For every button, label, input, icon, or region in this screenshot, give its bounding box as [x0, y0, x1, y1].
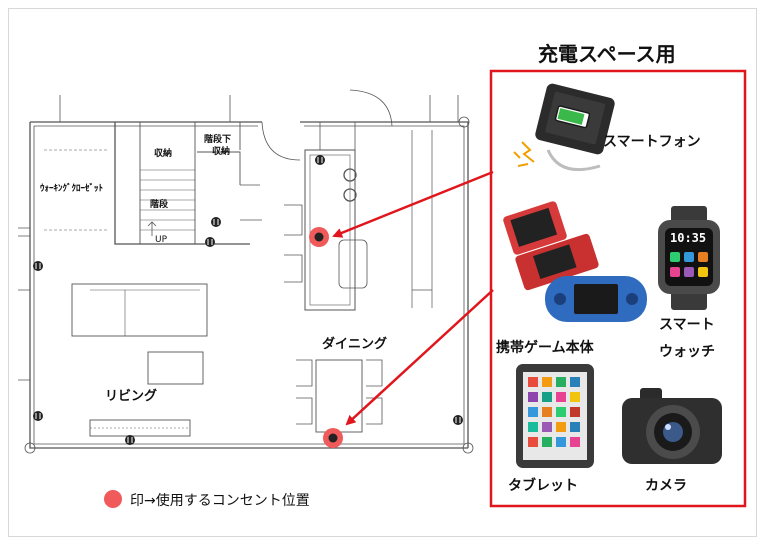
device-label-smartphone: スマートフォン	[603, 134, 701, 150]
highlight-outlet-kitchen	[309, 227, 329, 247]
outer-frame	[8, 8, 757, 537]
outlet-symbols	[33, 155, 463, 445]
handheld-game-icon	[503, 201, 599, 291]
smartwatch-time: 10:35	[670, 231, 707, 245]
room-label-dining: ダイニング	[322, 337, 388, 352]
stairs-up-label: UP	[155, 235, 168, 245]
smartwatch-icon	[658, 206, 720, 310]
smartphone-icon	[513, 83, 615, 172]
legend-text: 印→使用するコンセント位置	[130, 493, 310, 509]
outlet-icon	[315, 155, 325, 165]
room-label-storage: 収納	[154, 149, 173, 159]
room-label-walkin-closet: ｳｫｰｷﾝｸﾞｸﾛｰｾﾞｯﾄ	[40, 184, 104, 194]
outlet-icon	[205, 237, 215, 247]
outlet-icon	[33, 261, 43, 271]
outlet-icon	[125, 435, 135, 445]
outer-wall	[29, 122, 468, 449]
arrow-to-kitchen-outlet	[332, 170, 494, 238]
device-label-game-console: 携帯ゲーム本体	[496, 340, 594, 356]
top-wall-right	[300, 121, 469, 448]
title-charging-space: 充電スペース用	[538, 42, 676, 66]
device-label-smartwatch-line1: スマート	[659, 317, 715, 333]
outlet-icon	[211, 217, 221, 227]
outlet-icon	[33, 411, 43, 421]
room-label-under-stairs-2: 収納	[212, 147, 231, 157]
device-label-tablet: タブレット	[508, 478, 578, 494]
room-label-under-stairs-1: 階段下	[204, 135, 232, 145]
legend-dot-icon	[104, 490, 122, 508]
stair-treads	[140, 169, 195, 231]
highlight-outlet-dining	[323, 428, 343, 448]
device-label-smartwatch-line2: ウォッチ	[659, 344, 715, 360]
arrow-to-dining-outlet	[345, 289, 494, 426]
closet-wall	[114, 122, 250, 245]
floor-plan	[18, 89, 474, 454]
room-label-living: リビング	[105, 389, 158, 404]
tablet-icon	[516, 364, 594, 468]
outlet-icon	[453, 415, 463, 425]
charging-space-frame	[489, 69, 747, 508]
room-label-stairs: 階段	[150, 200, 169, 210]
portable-console-icon	[545, 276, 647, 322]
device-label-camera: カメラ	[645, 478, 687, 494]
camera-icon	[622, 388, 722, 464]
